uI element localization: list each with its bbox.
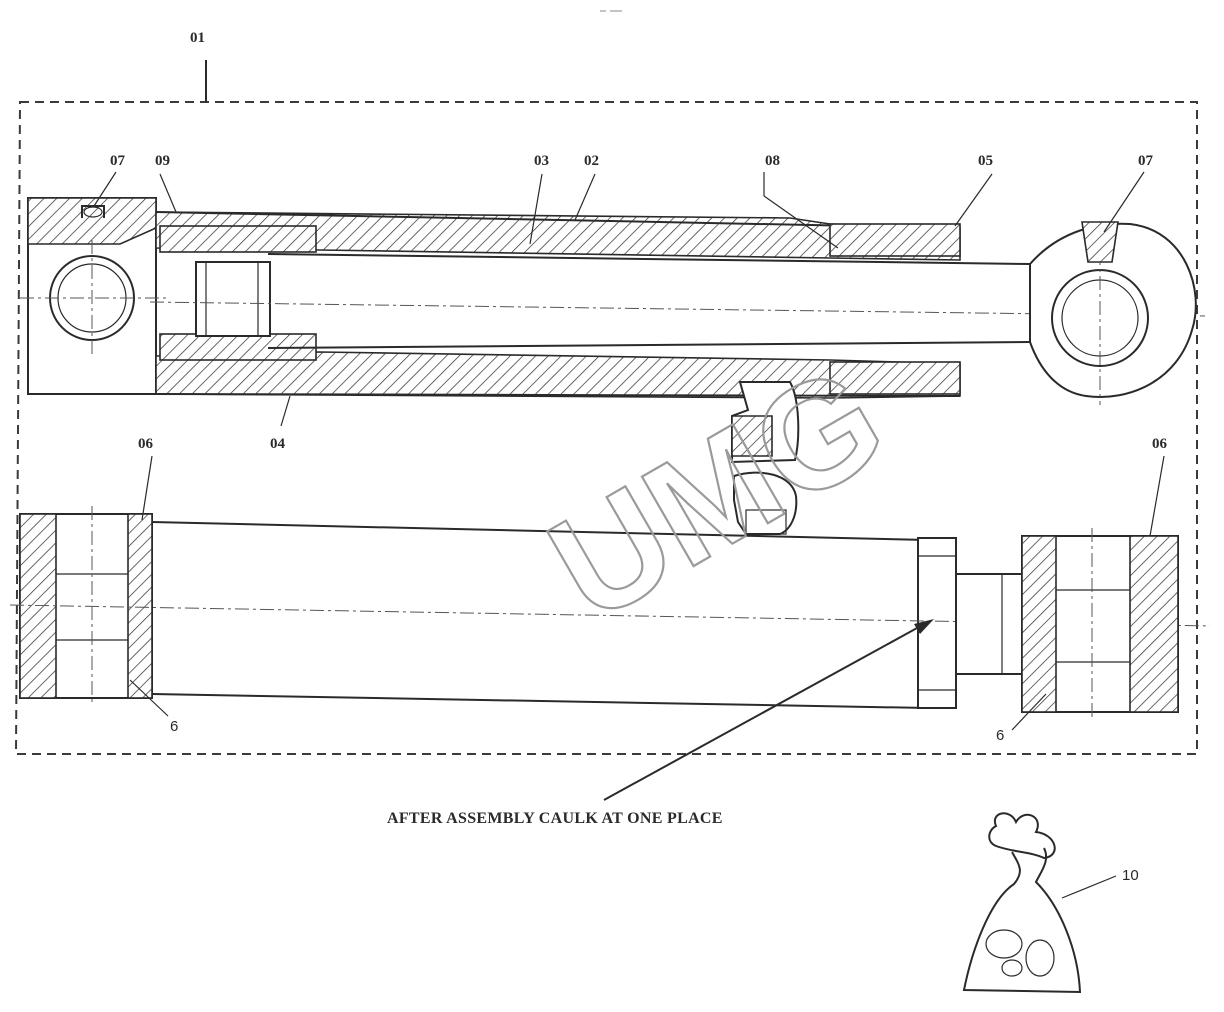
label-bushing-inner-right: 6 [996, 727, 1004, 744]
label-nut: 09 [155, 153, 170, 169]
bushing-block-right [1021, 528, 1179, 720]
rod-stub [955, 573, 1023, 675]
assembly-boundary: 01 [14, 30, 1198, 755]
rod-eye [1029, 221, 1197, 405]
label-bushing-left: 06 [138, 436, 154, 452]
label-bushing-inner-left: 6 [170, 718, 178, 735]
label-grease-fitting-left: 07 [110, 153, 126, 169]
base-end-block [20, 197, 170, 395]
leaders-top [93, 171, 1145, 427]
seal-kit-bag [962, 812, 1117, 994]
cylinder-section-view: 07 09 03 02 08 05 07 04 [20, 153, 1206, 535]
label-bag: 10 [1122, 867, 1139, 884]
rod-gland [829, 223, 961, 395]
label-assembly: 01 [190, 30, 205, 46]
label-head: 05 [978, 153, 993, 169]
caulk-arrow [603, 619, 934, 801]
label-grease-fitting-right: 07 [1138, 153, 1154, 169]
label-seal-kit: 08 [765, 153, 780, 169]
label-piston: 04 [270, 436, 286, 452]
label-bushing-right: 06 [1152, 436, 1168, 452]
label-tube: 02 [584, 153, 599, 169]
leaders-bottom [129, 455, 1165, 731]
label-rod: 03 [534, 153, 549, 169]
hose-fitting [731, 381, 800, 535]
piston [159, 225, 317, 361]
caulk-note: AFTER ASSEMBLY CAULK AT ONE PLACE [387, 810, 723, 827]
cylinder-exterior-view: 06 06 6 6 [9, 436, 1211, 744]
